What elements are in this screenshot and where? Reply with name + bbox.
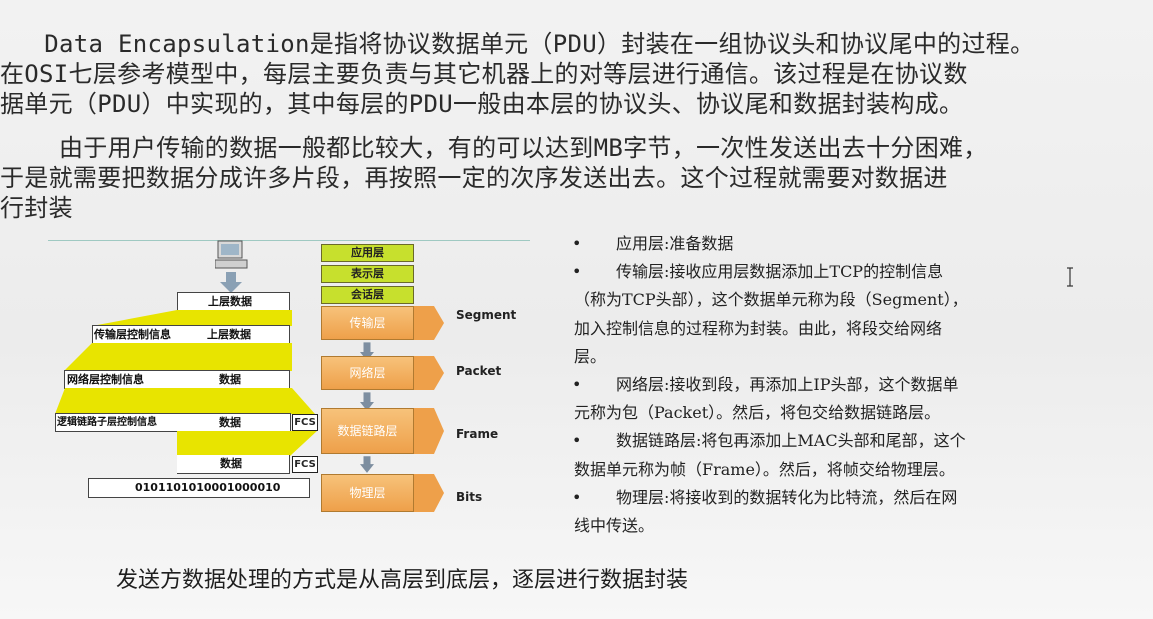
second-line-2: 于是就需要把数据分成许多片段，再按照一定的次序发送出去。这个过程就需要对数据进 bbox=[0, 164, 948, 192]
upper-data-label: 上层数据 bbox=[208, 295, 252, 308]
pdu-label-frame: Frame bbox=[456, 427, 499, 441]
segment-arrow bbox=[414, 306, 444, 340]
bullet-cont: 层。 bbox=[574, 346, 607, 366]
intro-line-1: Data Encapsulation是指将协议数据单元（PDU）封装在一组协议头… bbox=[0, 30, 1035, 58]
list-item: • 网络层:接收到段，再添加上IP头部，这个数据单 bbox=[572, 371, 1112, 399]
list-item-cont: 加入控制信息的过程称为封装。由此，将段交给网络 bbox=[572, 315, 1112, 343]
layer-datalink-label: 数据链路层 bbox=[337, 424, 398, 438]
slide-caption: 发送方数据处理的方式是从高层到底层，逐层进行数据封装 bbox=[116, 568, 689, 593]
intro-paragraph: Data Encapsulation是指将协议数据单元（PDU）封装在一组协议头… bbox=[0, 29, 1153, 119]
llc-bar: 逻辑链路子层控制信息 数据 bbox=[55, 413, 291, 432]
network-data-label: 数据 bbox=[219, 373, 241, 386]
layer-physical: 物理层 bbox=[321, 474, 414, 512]
llc-ctrl-label: 逻辑链路子层控制信息 bbox=[57, 417, 157, 428]
fcs-box-1: FCS bbox=[292, 414, 318, 431]
wedge-3 bbox=[55, 388, 315, 414]
layer-transport: 传输层 bbox=[321, 306, 414, 340]
wedge-2 bbox=[64, 343, 292, 371]
list-item-cont: 数据单元称为帧（Frame）。然后，将帧交给物理层。 bbox=[572, 456, 1112, 484]
bullet-text: 网络层:接收到段，再添加上IP头部，这个数据单 bbox=[616, 374, 959, 394]
bits-arrow bbox=[414, 474, 444, 512]
bullet-cont: （称为TCP头部），这个数据单元称为段（Segment）， bbox=[574, 290, 968, 310]
intro-line-3: 据单元（PDU）中实现的，其中每层的PDU一般由本层的协议头、协议尾和数据封装构… bbox=[0, 90, 964, 118]
bullet-dot: • bbox=[572, 234, 582, 253]
list-item: • 传输层:接收应用层数据添加上TCP的控制信息 bbox=[572, 258, 1112, 286]
bits-string: 0101101010001000010 bbox=[135, 481, 281, 494]
bullet-dot: • bbox=[572, 431, 582, 451]
layer-network: 网络层 bbox=[321, 356, 414, 390]
second-paragraph: 由于用户传输的数据一般都比较大，有的可以达到MB字节，一次性发送出去十分困难， … bbox=[0, 133, 1153, 223]
computer-icon bbox=[215, 240, 248, 269]
layer-network-label: 网络层 bbox=[349, 366, 386, 380]
upper-data-bar: 上层数据 bbox=[177, 292, 290, 311]
fcs-box-2: FCS bbox=[292, 456, 318, 473]
layer-application: 应用层 bbox=[321, 244, 414, 262]
layer-transport-label: 传输层 bbox=[349, 316, 386, 330]
bullet-cont: 线中传送。 bbox=[574, 515, 655, 535]
layer-bullet-list: • 应用层:准备数据 • 传输层:接收应用层数据添加上TCP的控制信息 （称为TCP… bbox=[572, 230, 1112, 540]
bullet-text: 物理层:将接收到的数据转化为比特流，然后在网 bbox=[616, 487, 958, 507]
layer-presentation: 表示层 bbox=[321, 265, 414, 283]
second-line-1: 由于用户传输的数据一般都比较大，有的可以达到MB字节，一次性发送出去十分困难， bbox=[0, 134, 988, 162]
pdu-label-packet: Packet bbox=[456, 364, 502, 378]
list-item: • 数据链路层:将包再添加上MAC头部和尾部，这个 bbox=[572, 427, 1112, 455]
bullet-text: 应用层:准备数据 bbox=[616, 234, 734, 253]
packet-arrow bbox=[414, 356, 444, 390]
bullet-cont: 数据单元称为帧（Frame）。然后，将帧交给物理层。 bbox=[574, 459, 955, 479]
list-item: • 应用层:准备数据 bbox=[572, 230, 1112, 258]
down-arrow-icon bbox=[360, 392, 374, 411]
bullet-dot: • bbox=[572, 262, 582, 282]
transport-data-label: 上层数据 bbox=[207, 328, 251, 341]
bullet-text: 传输层:接收应用层数据添加上TCP的控制信息 bbox=[616, 262, 944, 282]
bits-bar: 0101101010001000010 bbox=[88, 478, 310, 498]
transport-bar: 传输层控制信息 上层数据 bbox=[92, 325, 290, 344]
layer-physical-label: 物理层 bbox=[349, 486, 386, 500]
list-item-cont: 层。 bbox=[572, 343, 1112, 371]
intro-line-2: 在OSI七层参考模型中，每层主要负责与其它机器上的对等层进行通信。该过程是在协议… bbox=[0, 60, 968, 88]
wedge-1 bbox=[92, 310, 292, 326]
bullet-text: 数据链路层:将包再添加上MAC头部和尾部，这个 bbox=[616, 431, 966, 451]
transport-ctrl-label: 传输层控制信息 bbox=[94, 328, 171, 341]
second-line-3: 行封装 bbox=[0, 194, 73, 222]
pdu-label-bits: Bits bbox=[456, 490, 483, 504]
text-cursor-icon bbox=[1067, 267, 1073, 287]
wedge-4 bbox=[177, 431, 317, 456]
bullet-cont: 元称为包（Packet）。然后，将包交给数据链路层。 bbox=[574, 403, 941, 423]
pdu-label-segment: Segment bbox=[456, 308, 517, 322]
network-ctrl-label: 网络层控制信息 bbox=[67, 373, 144, 386]
layer-datalink: 数据链路层 bbox=[321, 408, 414, 454]
divider-line bbox=[48, 240, 530, 241]
bullet-dot: • bbox=[572, 374, 582, 394]
frame-data-label: 数据 bbox=[220, 457, 242, 470]
down-arrow-icon bbox=[360, 456, 374, 473]
list-item-cont: 元称为包（Packet）。然后，将包交给数据链路层。 bbox=[572, 399, 1112, 427]
list-item: • 物理层:将接收到的数据转化为比特流，然后在网 bbox=[572, 484, 1112, 512]
down-arrow-icon bbox=[220, 272, 242, 293]
list-item-cont: 线中传送。 bbox=[572, 512, 1112, 540]
llc-data-label: 数据 bbox=[219, 416, 241, 429]
frame-bar: 数据 bbox=[177, 455, 290, 474]
layer-session: 会话层 bbox=[321, 286, 414, 304]
frame-arrow bbox=[414, 408, 444, 454]
encapsulation-diagram: 上层数据 传输层控制信息 上层数据 网络层控制信息 数据 逻辑链路子层控制信息 … bbox=[50, 238, 530, 538]
bullet-cont: 加入控制信息的过程称为封装。由此，将段交给网络 bbox=[574, 318, 943, 338]
list-item-cont: （称为TCP头部），这个数据单元称为段（Segment）， bbox=[572, 286, 1112, 314]
bullet-dot: • bbox=[572, 487, 582, 507]
network-bar: 网络层控制信息 数据 bbox=[64, 370, 290, 389]
